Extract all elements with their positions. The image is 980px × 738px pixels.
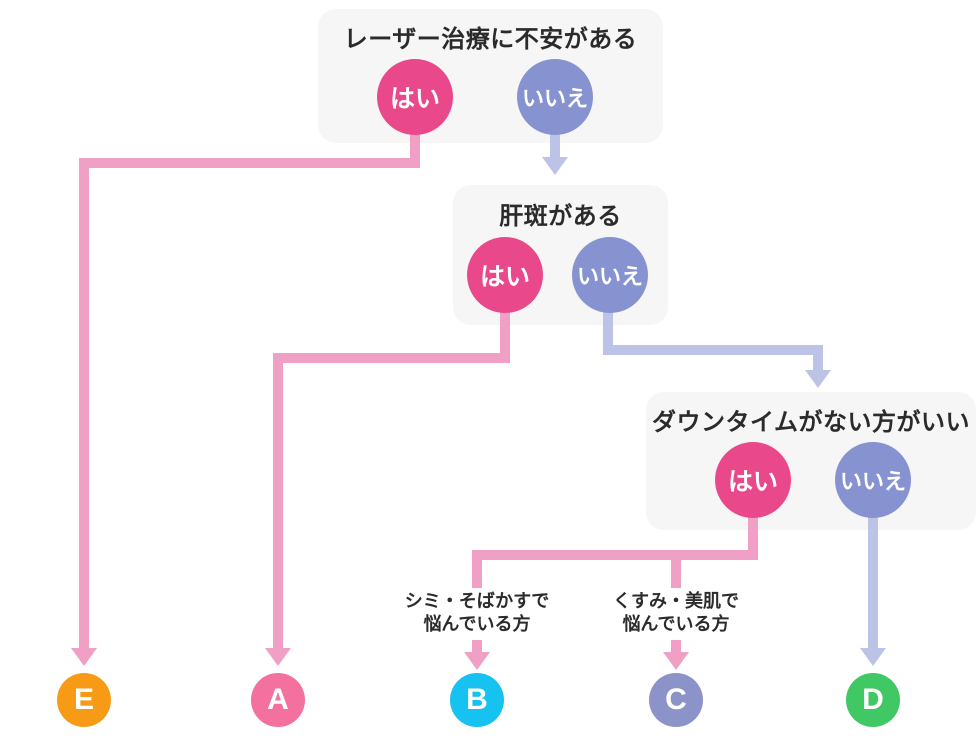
- q2-no-circle: いいえ: [572, 237, 648, 313]
- connector-q3yes-stub: [748, 510, 758, 560]
- arrowhead-to-e-icon: [71, 648, 97, 666]
- connector-q2no-horizontal: [603, 345, 823, 355]
- q2-no-label: いいえ: [576, 264, 643, 289]
- connector-q3no-vertical: [868, 510, 878, 648]
- connector-q2no-vertical: [813, 345, 823, 372]
- connector-q2yes-stub: [500, 305, 510, 363]
- result-letter-c: C: [665, 683, 687, 716]
- q2-yes-label: はい: [479, 263, 530, 291]
- result-circle-a: A: [251, 673, 305, 727]
- connector-q1yes-stub: [410, 125, 420, 168]
- question-title-downtime: ダウンタイムがない方がいい: [651, 409, 971, 436]
- question-box-downtime: [646, 392, 976, 530]
- q3-yes-circle: はい: [715, 442, 791, 518]
- connector-q2yes-horizontal: [273, 353, 510, 363]
- question-title-melasma: 肝斑がある: [499, 203, 622, 230]
- q2-yes-circle: はい: [467, 237, 543, 313]
- q3-yes-label: はい: [727, 468, 778, 496]
- q3-no-circle: いいえ: [835, 442, 911, 518]
- branch-label-c-line2: 悩んでいる方: [622, 614, 730, 634]
- result-letter-d: D: [862, 683, 884, 716]
- connector-q1no-stub: [550, 125, 560, 157]
- q1-yes-circle: はい: [377, 59, 453, 135]
- connector-q1yes-horizontal: [79, 158, 420, 168]
- branch-label-b: シミ・そばかすで 悩んでいる方: [367, 590, 587, 636]
- connector-q1yes-vertical: [79, 158, 89, 648]
- branch-label-b-line2: 悩んでいる方: [423, 614, 531, 634]
- result-letter-b: B: [466, 683, 488, 716]
- branch-label-c-line1: くすみ・美肌で: [613, 591, 739, 611]
- connector-q3yes-horizontal: [472, 550, 758, 560]
- q1-no-circle: いいえ: [517, 59, 593, 135]
- connector-q2yes-vertical: [273, 353, 283, 648]
- question-box-laser-anxiety: [318, 9, 663, 143]
- branch-label-c: くすみ・美肌で 悩んでいる方: [566, 590, 786, 636]
- result-circle-d: D: [846, 673, 900, 727]
- arrowhead-to-q2-icon: [542, 157, 568, 175]
- arrowhead-to-a-icon: [265, 648, 291, 666]
- question-title-laser-anxiety: レーザー治療に不安がある: [343, 26, 638, 53]
- branch-label-b-line1: シミ・そばかすで: [404, 591, 550, 611]
- arrowhead-to-b-icon: [464, 652, 490, 670]
- connector-b-arrow-stub: [472, 640, 482, 652]
- connector-q2no-stub: [603, 305, 613, 355]
- result-letter-a: A: [267, 683, 289, 716]
- arrowhead-to-c-icon: [663, 652, 689, 670]
- result-letter-e: E: [73, 683, 94, 716]
- connector-branch-c-drop: [671, 550, 681, 588]
- result-circle-e: E: [57, 673, 111, 727]
- q1-yes-label: はい: [389, 85, 440, 113]
- q1-no-label: いいえ: [521, 86, 588, 111]
- result-circle-b: B: [450, 673, 504, 727]
- connector-c-arrow-stub: [671, 640, 681, 652]
- arrowhead-to-q3-icon: [805, 370, 831, 388]
- connector-branch-b-drop: [472, 550, 482, 588]
- result-circle-c: C: [649, 673, 703, 727]
- q3-no-label: いいえ: [839, 469, 906, 494]
- arrowhead-to-d-icon: [860, 648, 886, 666]
